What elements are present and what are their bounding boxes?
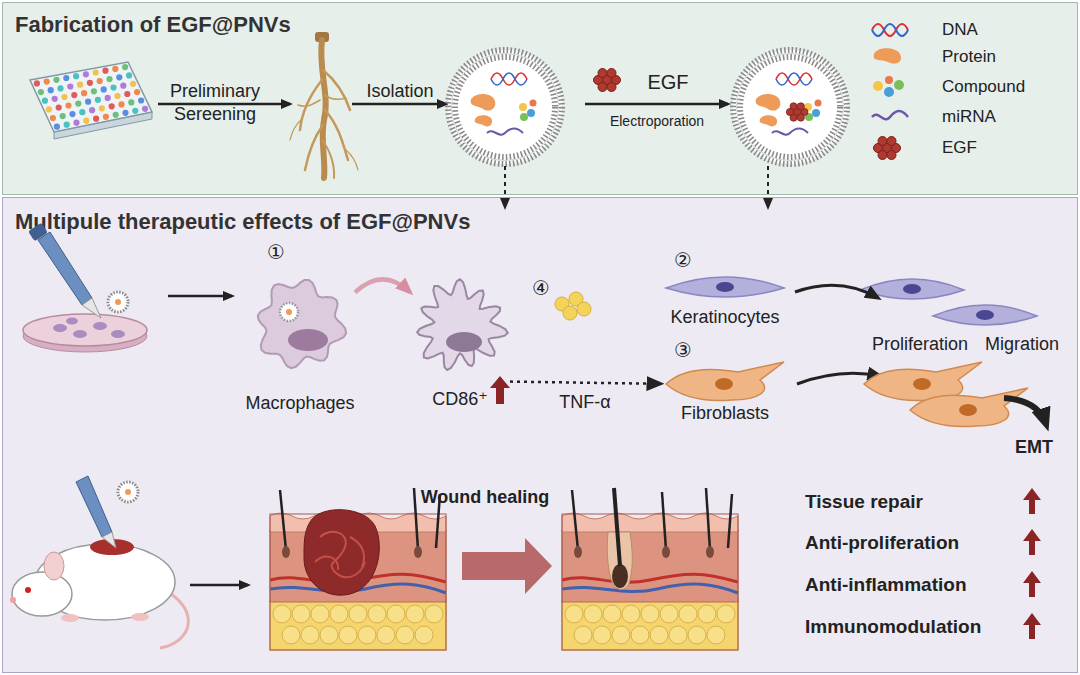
illustration-part [716, 282, 734, 292]
outcome-label: Immunomodulation [805, 615, 1020, 639]
illustration-part [666, 362, 784, 400]
panel-heading: Fabrication of EGF@PNVs [15, 11, 715, 39]
cell-label: Keratinocytes [655, 306, 795, 329]
effect-label: Proliferation [860, 333, 980, 356]
effect-label: Migration [972, 333, 1072, 356]
illustration-part [715, 378, 733, 390]
outcome-label: Anti-inflammation [805, 573, 1020, 597]
activated-macrophage: CD86⁺ [410, 268, 510, 410]
callout-number: ④ [526, 276, 556, 301]
legend-text: DNA [942, 19, 1072, 40]
cell-shape [245, 262, 355, 414]
legend-text: miRNA [942, 106, 1072, 127]
illustration-part [446, 332, 482, 352]
panel-band: Multipule therapeutic effects of EGF@PNV… [2, 197, 1078, 673]
step-label: Isolation [350, 80, 450, 103]
connector [510, 382, 660, 384]
legend-text: Compound [942, 76, 1072, 97]
macrophage-cell: Macrophages [245, 262, 355, 414]
illustration-part [258, 280, 346, 368]
illustration-part [666, 277, 784, 297]
cell-label: Fibroblasts [660, 402, 790, 425]
callout-number: ② [668, 248, 698, 273]
legend-text: Protein [942, 46, 1072, 67]
step-label: Electroporation [587, 112, 727, 130]
illustration-part [417, 279, 508, 370]
panel-band: Fabrication of EGF@PNVs [2, 2, 1078, 195]
step-label: Preliminary Sereening [155, 80, 275, 126]
step-label: Wound healing [400, 486, 570, 509]
cell-label: Macrophages [235, 392, 365, 415]
outcome-label: Tissue repair [805, 490, 1020, 514]
outcome-label: Anti-proliferation [805, 531, 1020, 555]
illustration-part [280, 303, 298, 321]
illustration-part [286, 309, 292, 315]
cell-label: CD86⁺ [410, 388, 510, 411]
step-label: EGF [638, 70, 698, 95]
legend-text: EGF [942, 137, 1072, 158]
callout-number: ③ [668, 338, 698, 363]
cell-shape [410, 268, 510, 410]
edge-label: TNF-α [535, 391, 635, 414]
callout-number: ① [261, 240, 291, 265]
panel-heading: Multipule therapeutic effects of EGF@PNV… [15, 208, 715, 236]
connector [355, 279, 410, 292]
effect-label: EMT [1004, 436, 1064, 459]
illustration-part [288, 329, 328, 351]
keratinocyte-cell: Keratinocytes [660, 272, 790, 330]
fibroblast-cell: Fibroblasts [660, 360, 790, 426]
